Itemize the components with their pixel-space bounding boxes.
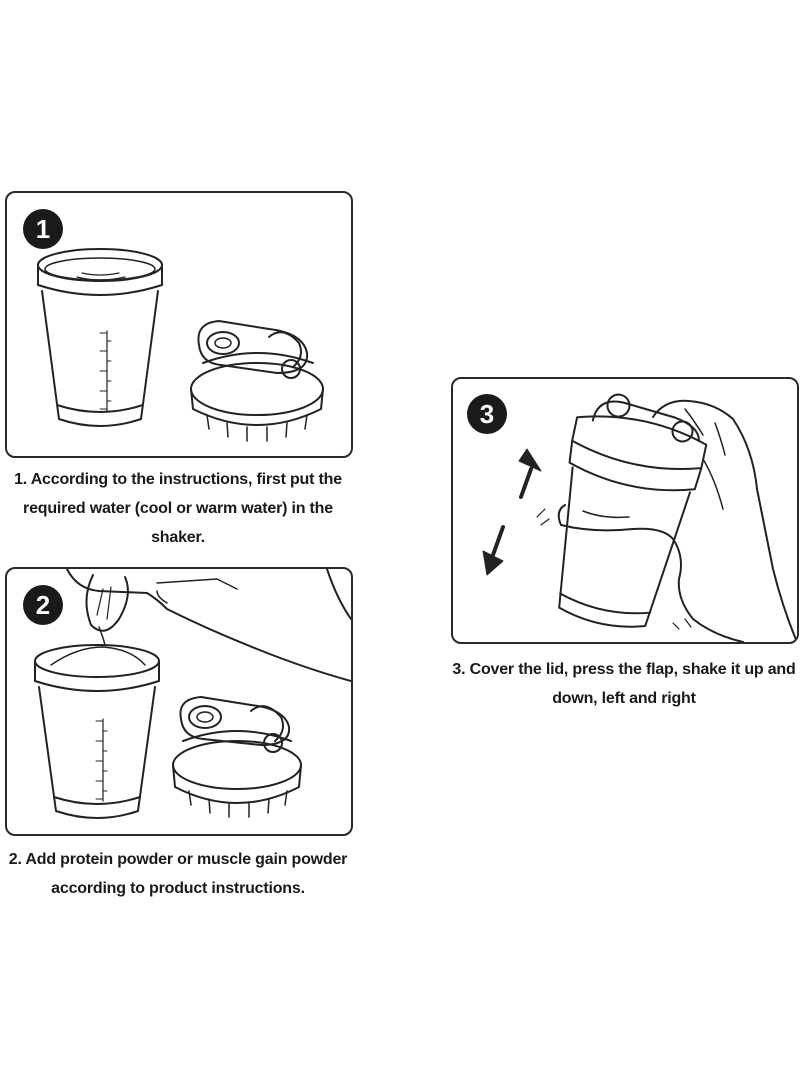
step-1-number: 1 (36, 214, 50, 244)
step-2-panel: 2 (5, 567, 353, 836)
scoop (85, 574, 129, 632)
step-1-panel: 1 (5, 191, 353, 458)
step-3-illustration: 3 (467, 393, 797, 642)
step-3-number: 3 (480, 399, 494, 429)
thumb (557, 504, 744, 642)
step-3-panel: 3 (451, 377, 799, 644)
step-2-number: 2 (36, 590, 50, 620)
hand (652, 399, 797, 642)
shaker-closed (558, 393, 708, 628)
step-2-caption: 2. Add protein powder or muscle gain pow… (8, 851, 348, 897)
lid-flap (197, 320, 309, 374)
step-1-badge (23, 209, 63, 249)
cup-body (38, 686, 156, 819)
step-2-illustration: 2 (23, 569, 351, 819)
hand (66, 569, 351, 682)
step-3-caption: 3. Cover the lid, press the flap, shake … (452, 661, 796, 707)
step-1-caption: 1. According to the instructions, first … (14, 471, 342, 546)
step-1-illustration: 1 (23, 209, 324, 442)
lid-flap (179, 696, 291, 746)
step-3-badge (467, 394, 507, 434)
step-2-badge (23, 585, 63, 625)
cup-body (41, 290, 159, 427)
lid-base (172, 740, 302, 790)
